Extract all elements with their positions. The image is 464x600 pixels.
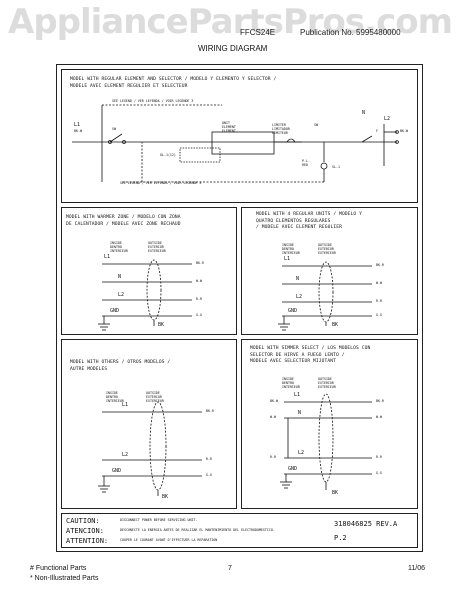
label-l1: L1	[294, 392, 301, 398]
label-unit-element: UNIT ELEMENT ELEMENT	[222, 121, 236, 133]
wire-2: R-R	[206, 457, 212, 461]
simmer-circuit-svg	[280, 393, 372, 490]
label-sw2: SW	[314, 123, 318, 127]
legend-note-top: SEE LEGEND / VER LEYENDA / VOIR LEGENDE …	[112, 99, 194, 103]
label-pilot-light: P.L. RED	[302, 159, 310, 167]
wire-left-2: W-W	[270, 415, 276, 419]
label-l2: L2	[298, 450, 305, 456]
footer-date: 11/06	[408, 565, 425, 572]
attention-label: ATTENTION:	[66, 537, 109, 545]
label-bk: BK	[332, 322, 339, 328]
wire-3: R-R	[376, 299, 382, 303]
wire-4: G-G	[376, 313, 382, 317]
atencion-text: DESCONECTE LA ENERGIA ANTES DE REALIZAR …	[120, 528, 275, 532]
caution-label: CAUTION:	[66, 517, 100, 525]
panel-warmer-zone: MODEL WITH WARMER ZONE / MODELO CON ZONA…	[61, 207, 237, 335]
label-bk: BK	[162, 494, 169, 500]
label-n: N	[298, 410, 302, 416]
wire-3: R-R	[196, 297, 202, 301]
label-outside: OUTSIDE EXTERIOR EXTERIEUR	[148, 241, 166, 253]
wire-1: BK-R	[376, 263, 384, 267]
wire-2: W-W	[376, 281, 382, 285]
wire-1: BK-R	[376, 399, 384, 403]
label-l2: L2	[118, 292, 125, 298]
atencion-label: ATENCION:	[66, 527, 104, 535]
wire-4: G-G	[196, 313, 202, 317]
wire-2: W-W	[376, 415, 382, 419]
label-outside: OUTSIDE EXTERIOR EXTERIEUR	[318, 243, 336, 255]
label-l2: L2	[384, 116, 391, 122]
caution-text: DISCONNECT POWER BEFORE SERVICING UNIT.	[120, 518, 198, 522]
label-gnd: GND	[288, 308, 298, 314]
label-f: F	[376, 129, 378, 133]
wire-1: BK-R	[206, 409, 214, 413]
panel-others: MODEL WITH OTHERS / OTROS MODELOS / AUTR…	[61, 339, 237, 509]
label-inside: INSIDE DENTRO INTERIEUR	[282, 243, 300, 255]
label-n: N	[362, 110, 366, 116]
others-circuit-svg	[98, 401, 202, 496]
label-l1: L1	[74, 122, 81, 128]
wire-1: BK-R	[196, 261, 204, 265]
panel-heading: MODEL WITH 4 REGULAR UNITS / MODELO Y QU…	[256, 212, 363, 231]
panel-four-units: MODEL WITH 4 REGULAR UNITS / MODELO Y QU…	[241, 207, 418, 335]
panel-heading: MODEL WITH OTHERS / OTROS MODELOS / AUTR…	[70, 360, 171, 372]
label-l1: L1	[104, 254, 111, 260]
label-bk: BK	[158, 322, 165, 328]
label-l1: L1	[122, 402, 129, 408]
label-sl: SL-1	[332, 165, 340, 169]
legend-note-bottom: SEE LEGEND / VER LEYENDA / VOIR LEGENDE …	[120, 181, 202, 185]
warmer-circuit-svg	[98, 259, 192, 331]
footer-functional-parts: # Functional Parts	[30, 565, 87, 572]
label-gnd: GND	[110, 308, 120, 314]
label-limiter: LIMITER LIMITADOR LIMITEUR	[272, 123, 290, 135]
label-l2: L2	[122, 452, 129, 458]
page-title: WIRING DIAGRAM	[198, 44, 268, 53]
label-l1-wire: BK-W	[74, 129, 82, 133]
panel-regular-element: MODEL WITH REGULAR ELEMENT AND SELECTOR …	[61, 69, 418, 203]
four-units-circuit-svg	[278, 261, 372, 331]
watermark: AppliancePartsPros.com	[8, 2, 453, 42]
label-sw: SW	[112, 127, 116, 131]
panel-simmer-select: MODEL WITH SIMMER SELECT / LOS MODELOS C…	[241, 339, 418, 509]
wire-3: R-R	[376, 455, 382, 459]
label-gnd: GND	[288, 466, 298, 472]
label-bk: BK	[332, 490, 339, 496]
label-n: N	[296, 276, 300, 282]
wire-left-1: BK-W	[270, 399, 278, 403]
label-n: N	[118, 274, 122, 280]
page-code: P.2	[334, 534, 347, 542]
label-ol: OL-1(12)	[160, 153, 176, 157]
wire-2: W-W	[196, 279, 202, 283]
panel-heading: MODEL WITH SIMMER SELECT / LOS MODELOS C…	[250, 346, 371, 365]
attention-text: COUPER LE COURANT AVANT D'EFFECTUER LA R…	[120, 538, 218, 542]
wire-3: G-G	[206, 473, 212, 477]
footer-non-illustrated: * Non-Illustrated Parts	[30, 575, 99, 582]
wire-4: G-G	[376, 471, 382, 475]
diagram-frame: MODEL WITH REGULAR ELEMENT AND SELECTOR …	[56, 64, 423, 552]
part-number: 318046825 REV.A	[334, 520, 398, 528]
caution-box: CAUTION: DISCONNECT POWER BEFORE SERVICI…	[61, 513, 418, 548]
panel-heading: MODEL WITH REGULAR ELEMENT AND SELECTOR …	[70, 77, 277, 89]
label-inside: INSIDE DENTRO INTERIEUR	[106, 391, 124, 403]
label-outside: OUTSIDE EXTERIOR EXTERIEUR	[146, 391, 164, 403]
label-l2: L2	[296, 294, 303, 300]
label-inside: INSIDE DENTRO INTERIEUR	[110, 241, 128, 253]
label-inside: INSIDE DENTRO INTERIEUR	[282, 377, 300, 389]
label-l2-wire: BK-W	[400, 129, 408, 133]
label-outside: OUTSIDE EXTERIOR EXTERIEUR	[318, 377, 336, 389]
wire-left-3: R-R	[270, 455, 276, 459]
label-gnd: GND	[112, 468, 122, 474]
regular-circuit-svg	[72, 104, 399, 183]
label-l1: L1	[284, 256, 291, 262]
model-number: FFCS24E	[240, 28, 276, 37]
footer-page-number: 7	[228, 565, 232, 572]
publication-number: Publication No. 5995480000	[300, 28, 401, 37]
panel-heading: MODEL WITH WARMER ZONE / MODELO CON ZONA…	[66, 215, 181, 227]
